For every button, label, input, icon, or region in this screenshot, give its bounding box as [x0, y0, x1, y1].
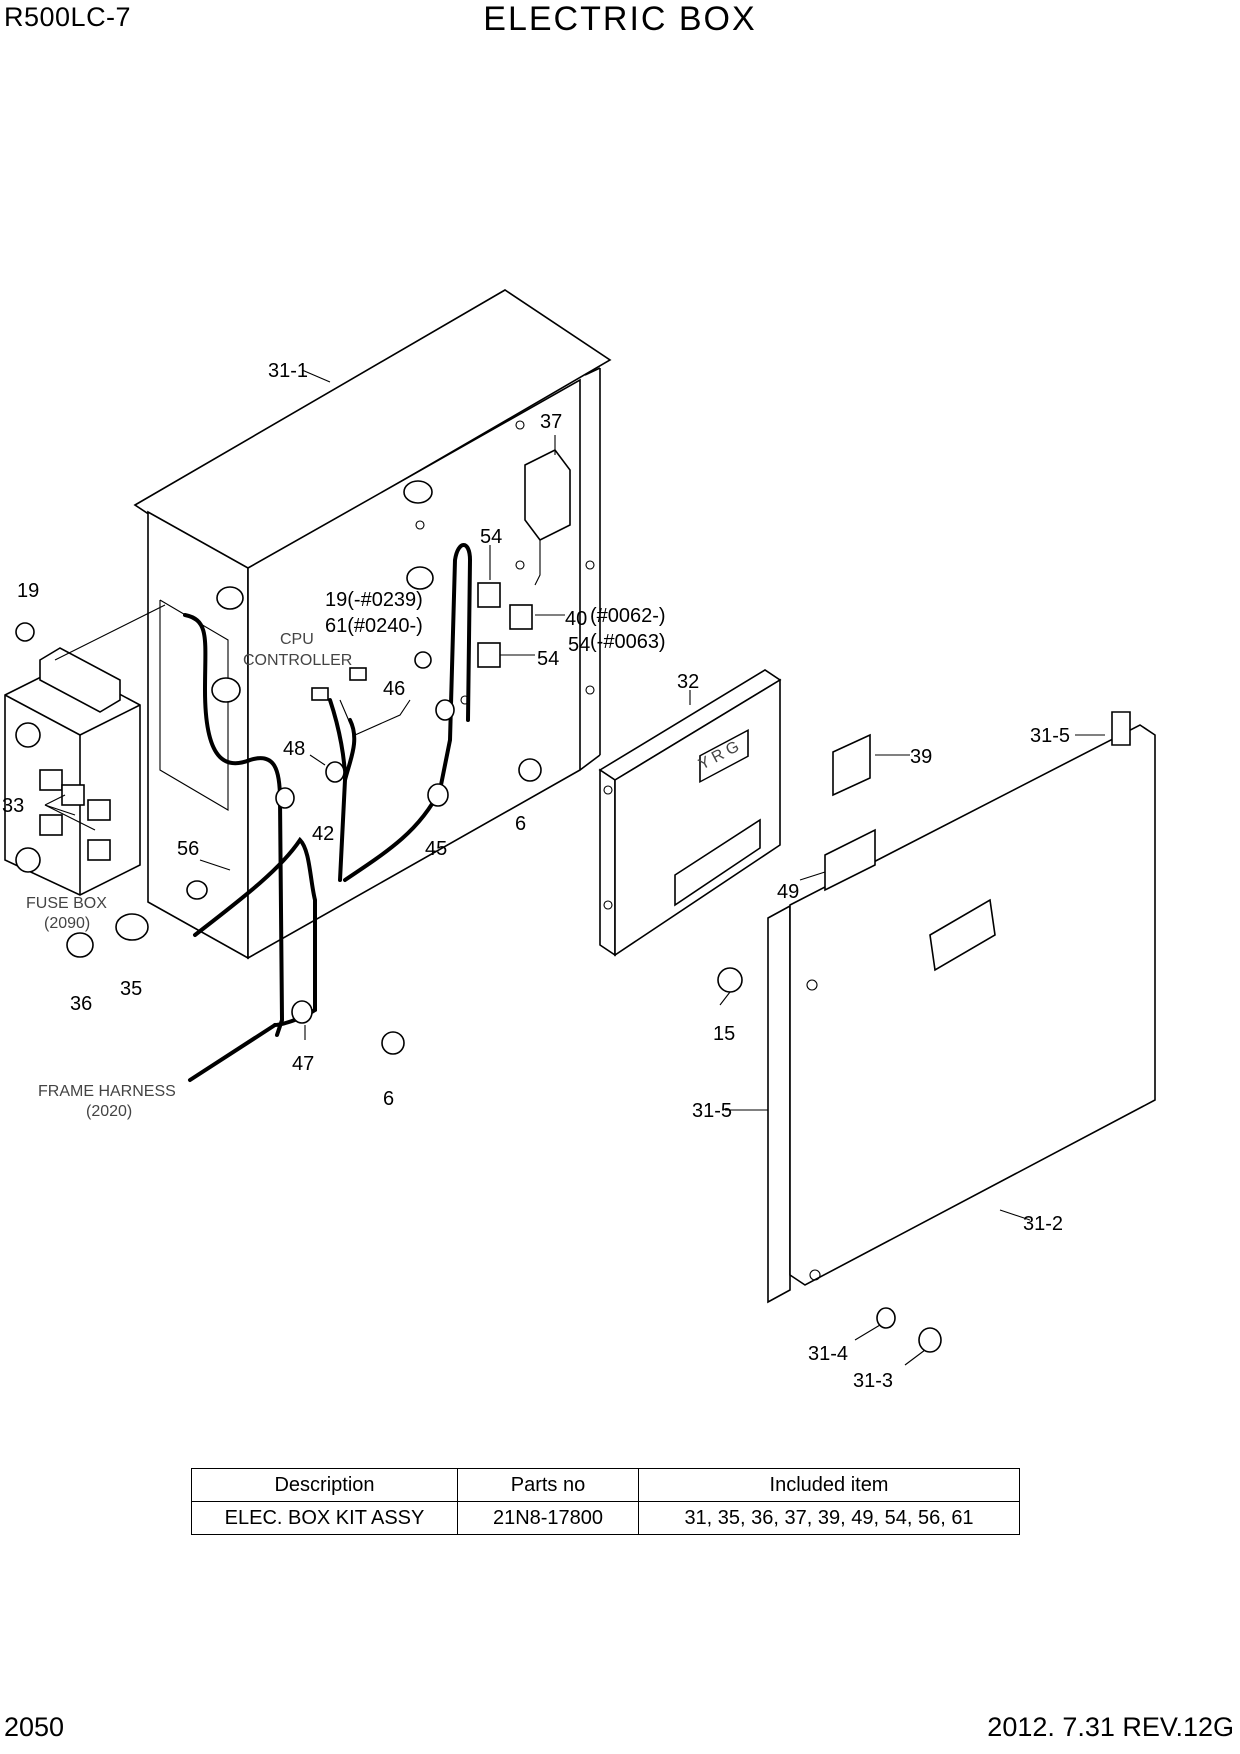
callout-19-serial: 19(-#0239): [325, 589, 423, 611]
clamp-45: [427, 783, 449, 807]
callout-36: 36: [70, 993, 92, 1015]
box-cutout: [159, 599, 229, 811]
boss-1: [403, 480, 433, 504]
door-seal-tab: [1111, 711, 1131, 746]
cell-description: ELEC. BOX KIT ASSY: [191, 1501, 458, 1535]
callout-54-mid: 54: [568, 634, 590, 656]
grommet-hole: [186, 880, 208, 900]
callout-49: 49: [777, 881, 799, 903]
clamp-46: [435, 699, 455, 721]
column-header-included-item: Included item: [638, 1468, 1020, 1502]
relay-54-upper: [477, 582, 501, 608]
callout-45: 45: [425, 838, 447, 860]
callout-47: 47: [292, 1053, 314, 1075]
relay-54-lower: [477, 642, 501, 668]
kit-assembly-table: Description Parts no Included item ELEC.…: [191, 1468, 1020, 1535]
bolt-31-3: [918, 1327, 942, 1353]
callout-31-2: 31-2: [1023, 1213, 1063, 1235]
fasteners: [15, 622, 942, 1353]
callout-46: 46: [383, 678, 405, 700]
callout-15: 15: [713, 1023, 735, 1045]
relays: [414, 448, 571, 669]
callout-54-serial: (-#0063): [590, 631, 666, 653]
screw-19: [15, 622, 35, 642]
cpu-note-line2: CONTROLLER: [243, 652, 352, 669]
box-housing: [133, 289, 612, 960]
callout-42: 42: [312, 823, 334, 845]
door-seal-31-5: [767, 904, 791, 1304]
decal-49: [824, 828, 876, 892]
clamp-42: [275, 787, 295, 809]
callout-31-4: 31-4: [808, 1343, 848, 1365]
callout-31-5-bottom: 31-5: [692, 1100, 732, 1122]
door-window: [929, 898, 996, 972]
door-panel-31-2: [789, 724, 1156, 1286]
clamp-47: [291, 1000, 313, 1024]
cell-included-item: 31, 35, 36, 37, 39, 49, 54, 56, 61: [638, 1501, 1020, 1535]
column-header-parts-no: Parts no: [457, 1468, 639, 1502]
cpu-note-line1: CPU: [280, 631, 314, 648]
screw-19-61: [414, 651, 432, 669]
table-header-row: Description Parts no Included item: [191, 1468, 1020, 1502]
bolt-6-lower: [381, 1031, 405, 1055]
bolt-15: [717, 967, 743, 993]
page-title: ELECTRIC BOX: [483, 0, 757, 38]
callout-54-top: 54: [480, 526, 502, 548]
model-code: R500LC-7: [4, 2, 132, 32]
leader-lines: [44, 369, 1105, 1366]
callout-48: 48: [283, 738, 305, 760]
fuse-box: [4, 604, 166, 896]
callout-6-upper: 6: [515, 813, 526, 835]
callout-56: 56: [177, 838, 199, 860]
cpu-controller: [598, 669, 782, 957]
boss-4: [211, 677, 241, 703]
table-row: ELEC. BOX KIT ASSY 21N8-17800 31, 35, 36…: [191, 1501, 1020, 1535]
callout-37: 37: [540, 411, 562, 433]
relay-40: [509, 604, 533, 630]
callout-54-bottom: 54: [537, 648, 559, 670]
fuse-box-note-line1: FUSE BOX: [26, 895, 107, 912]
clamps: [275, 667, 455, 1024]
callout-31-3: 31-3: [853, 1370, 893, 1392]
washer-36: [66, 932, 94, 958]
clamp-48: [325, 761, 345, 783]
cpu-connector-a: [311, 687, 329, 701]
cpu-connector-b: [349, 667, 367, 681]
fuse-knob-bottom: [15, 847, 41, 873]
door-assembly: [767, 711, 1156, 1304]
fuse-box-note-line2: (2090): [44, 915, 90, 932]
boss-2: [216, 586, 244, 610]
callout-31-1: 31-1: [268, 360, 308, 382]
fuse-knob-top: [15, 722, 41, 748]
callout-31-5-top: 31-5: [1030, 725, 1070, 747]
column-header-description: Description: [191, 1468, 458, 1502]
callout-6-lower: 6: [383, 1088, 394, 1110]
cpu-label-plate: [674, 818, 761, 907]
pressure-switch-35: [115, 913, 149, 941]
callout-39: 39: [910, 746, 932, 768]
timer-37: [524, 448, 571, 542]
status-lamps: [699, 729, 749, 784]
callout-40: 40: [565, 608, 587, 630]
decal-39: [832, 733, 871, 797]
washer-31-4: [876, 1307, 896, 1329]
callout-19: 19: [17, 580, 39, 602]
revision-date: 2012. 7.31 REV.12G: [987, 1712, 1234, 1742]
boss-3: [406, 566, 434, 590]
callout-61-serial: 61(#0240-): [325, 615, 423, 637]
callout-33: 33: [2, 795, 24, 817]
frame-harness-note-line1: FRAME HARNESS: [38, 1083, 176, 1100]
cell-parts-no: 21N8-17800: [457, 1501, 639, 1535]
bolt-6-upper: [518, 758, 542, 782]
cpu-left-flange: [599, 768, 616, 957]
page-number: 2050: [4, 1712, 65, 1742]
callout-32: 32: [677, 671, 699, 693]
fuse-box-bracket: [39, 647, 121, 713]
callout-35: 35: [120, 978, 142, 1000]
callout-40-serial: (#0062-): [590, 605, 666, 627]
frame-harness-note-line2: (2020): [86, 1103, 132, 1120]
